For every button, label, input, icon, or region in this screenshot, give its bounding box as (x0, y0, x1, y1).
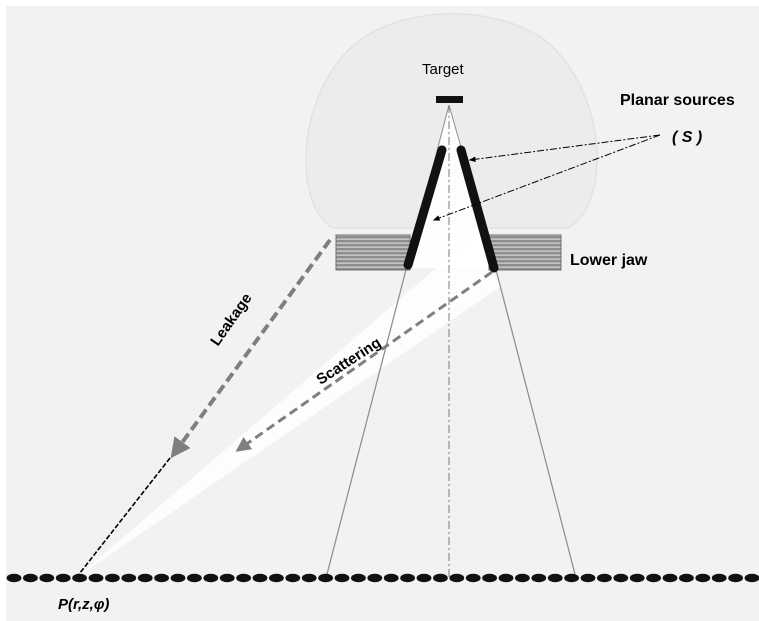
plane-segment (105, 573, 120, 583)
target-label: Target (422, 61, 464, 78)
plane-segment (728, 573, 743, 583)
plane-segment (744, 573, 759, 583)
plane-segment (547, 573, 563, 583)
plane-segment (39, 573, 55, 583)
plane-segment (285, 573, 301, 583)
plane-segment (203, 573, 219, 583)
collimator-bar-right (456, 145, 499, 273)
plane-segment (137, 573, 153, 583)
plane-segment (449, 573, 465, 583)
plane-segment (252, 573, 268, 583)
plane-segment (121, 573, 137, 583)
scattering-arrow (235, 270, 493, 452)
collimator-bar-left (403, 145, 447, 270)
point-label: P(r,z,φ) (58, 596, 110, 613)
plane-segment (269, 573, 284, 583)
plane-segment (629, 573, 645, 583)
plane-segment (236, 573, 252, 583)
field-edge-left (325, 261, 409, 579)
plane-segment (515, 573, 530, 583)
plane-segment (219, 573, 235, 583)
plane-segment (580, 573, 596, 583)
target-block (436, 96, 463, 103)
plane-segment (679, 573, 694, 583)
lower-jaw-label: Lower jaw (570, 252, 648, 269)
plane-segment (170, 573, 186, 583)
plane-segment (351, 573, 366, 583)
planar-sources-label: Planar sources (620, 92, 735, 109)
plane-segment (88, 573, 104, 583)
plane-segment (154, 573, 170, 583)
plane-segment (465, 573, 481, 583)
plane-segment (433, 573, 448, 583)
plane-segment (695, 573, 711, 583)
plane-segment (72, 573, 87, 583)
plane-segment (564, 573, 579, 583)
plane-segment (367, 573, 383, 583)
plane-segment (482, 573, 497, 583)
leakage-path-to-point (75, 457, 171, 579)
plane-segment (613, 573, 629, 583)
plane-segment (23, 573, 38, 583)
plane-segment (646, 573, 661, 583)
plane-segment (662, 573, 678, 583)
plane-segment (55, 573, 71, 583)
plane-segment (301, 573, 317, 583)
source-pointer-2 (432, 134, 661, 221)
scatter-cone (76, 232, 500, 578)
plane-segment (597, 573, 612, 583)
plane-segment (187, 573, 202, 583)
plane-segment (6, 573, 22, 583)
measurement-plane (6, 573, 759, 583)
source-pointer-1 (468, 134, 661, 163)
plane-segment (383, 573, 399, 583)
plane-segment (400, 573, 415, 583)
plane-segment (531, 573, 547, 583)
lower-jaw-right (488, 234, 562, 271)
source-symbol-label: ( S ) (672, 129, 703, 146)
field-edge-right (493, 261, 577, 579)
lower-jaw-left (335, 234, 411, 271)
plane-segment (711, 573, 727, 583)
plane-segment (498, 573, 514, 583)
plane-segment (416, 573, 432, 583)
plane-segment (334, 573, 350, 583)
plane-segment (318, 573, 333, 583)
